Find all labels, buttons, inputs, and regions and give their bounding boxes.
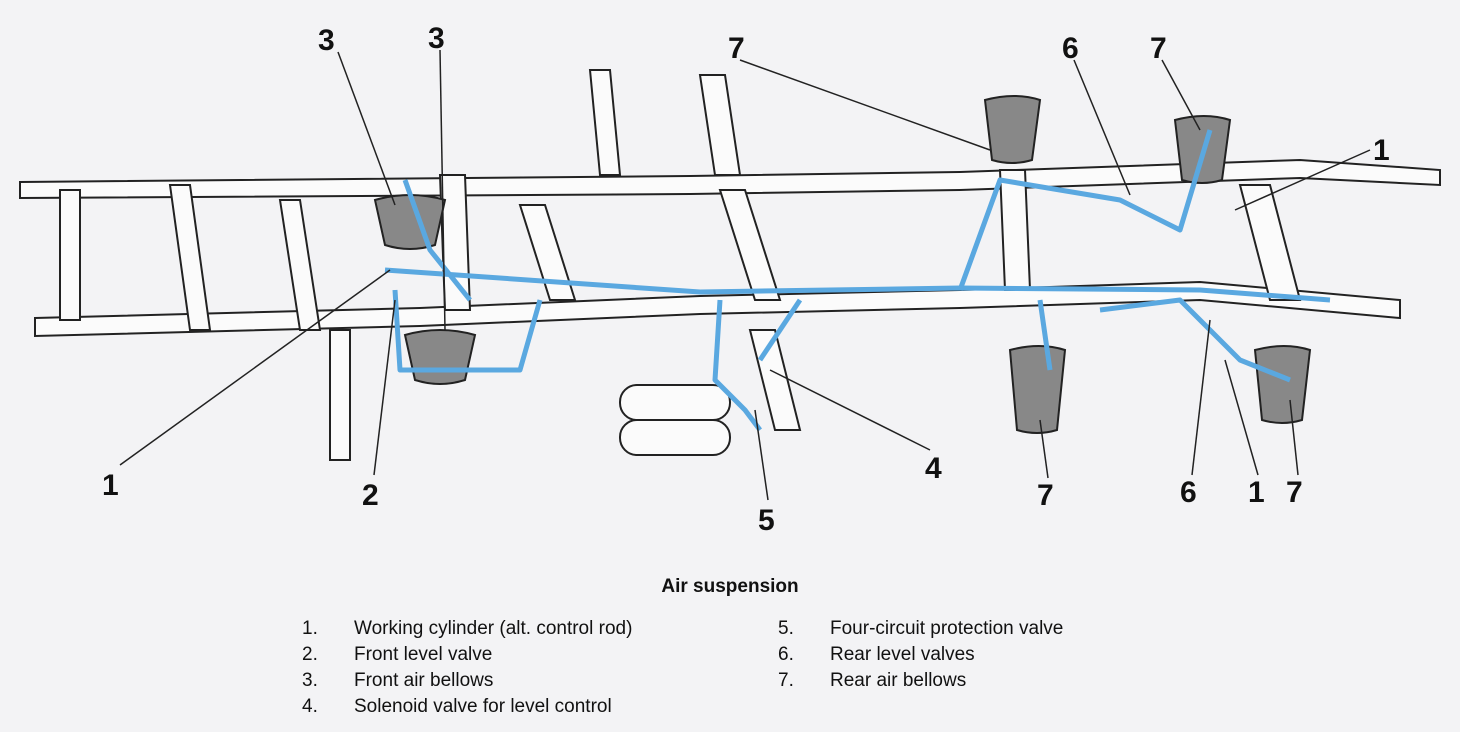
rear-air-bellows-left-front	[983, 95, 1042, 164]
legend-number: 5.	[778, 618, 794, 639]
callout-7a: 7	[728, 32, 745, 65]
callout-3a: 3	[318, 24, 335, 57]
front-air-bellows-left	[373, 194, 447, 250]
callout-4: 4	[925, 452, 942, 485]
legend-label: Rear level valves	[830, 644, 975, 665]
legend-label: Solenoid valve for level control	[354, 696, 612, 717]
figure-caption: Air suspension	[661, 576, 799, 597]
front-air-bellows-right	[403, 329, 477, 385]
callout-3b: 3	[428, 22, 445, 55]
rear-air-bellows-right-front	[1008, 345, 1067, 434]
air-tanks	[619, 384, 731, 456]
legend-item: 3. Front air bellows	[302, 668, 632, 694]
callout-1c: 1	[1248, 476, 1265, 509]
legend-label: Front air bellows	[354, 670, 494, 691]
legend-label: Four-circuit protection valve	[830, 618, 1064, 639]
callouts: 3 3 7 6 7 1 1 2 4 5 7 6 1 7	[102, 22, 1390, 537]
legend-number: 3.	[302, 670, 318, 691]
callout-7d: 7	[1286, 476, 1303, 509]
legend-number: 4.	[302, 696, 318, 717]
legend-label: Working cylinder (alt. control rod)	[354, 618, 633, 639]
callout-7c: 7	[1037, 479, 1054, 512]
legend-item: 6. Rear level valves	[778, 642, 1063, 668]
legend-number: 6.	[778, 644, 794, 665]
callout-6a: 6	[1062, 32, 1079, 65]
callout-5: 5	[758, 504, 775, 537]
legend-item: 5. Four-circuit protection valve	[778, 616, 1063, 642]
legend-label: Rear air bellows	[830, 670, 967, 691]
callout-2: 2	[362, 479, 379, 512]
air-bellows	[373, 95, 1312, 434]
air-lines	[384, 129, 1331, 432]
callout-1b: 1	[102, 469, 119, 502]
legend-item: 2. Front level valve	[302, 642, 632, 668]
callout-7b: 7	[1150, 32, 1167, 65]
legend-number: 1.	[302, 618, 318, 639]
callout-1a: 1	[1373, 134, 1390, 167]
rear-air-bellows-right-rear	[1253, 345, 1312, 424]
legend-item: 4. Solenoid valve for level control	[302, 694, 632, 720]
legend-number: 2.	[302, 644, 318, 665]
legend-item: 1. Working cylinder (alt. control rod)	[302, 616, 632, 642]
air-suspension-diagram: 3 3 7 6 7 1 1 2 4 5 7 6 1 7	[19, 22, 1441, 537]
legend-item: 7. Rear air bellows	[778, 668, 1063, 694]
callout-6b: 6	[1180, 476, 1197, 509]
legend-number: 7.	[778, 670, 794, 691]
legend-right: 5. Four-circuit protection valve 6. Rear l…	[778, 616, 1063, 694]
legend-label: Front level valve	[354, 644, 493, 665]
legend-left: 1. Working cylinder (alt. control rod) 2.…	[302, 616, 632, 720]
